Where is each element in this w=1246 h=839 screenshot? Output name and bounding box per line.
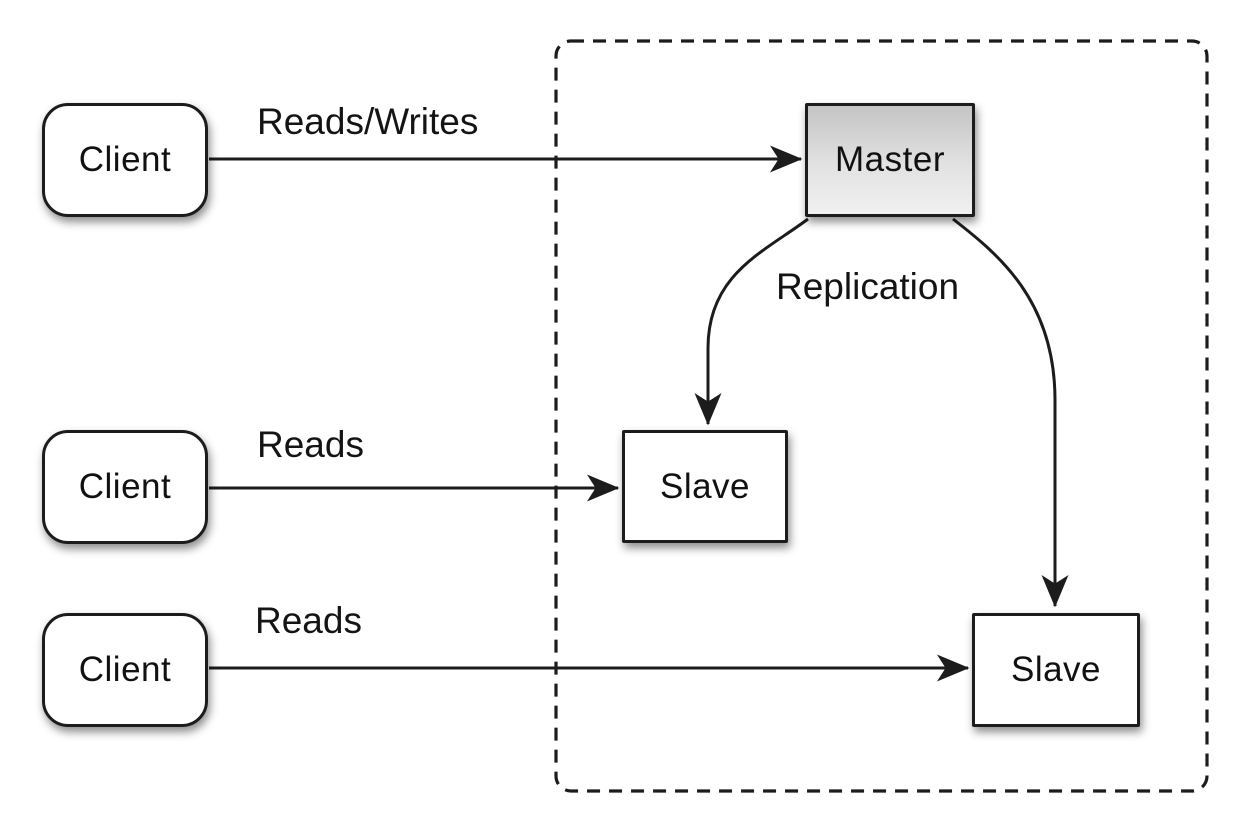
node-slave-2-label: Slave <box>1010 650 1102 689</box>
edge-label-reads-writes: Reads/Writes <box>257 101 479 142</box>
node-slave-2: Slave <box>972 613 1140 727</box>
node-client-1-label: Client <box>78 140 172 179</box>
replication-group-dashed-border <box>554 39 1209 793</box>
edge-label-reads-1: Reads <box>257 424 364 465</box>
node-slave-1-label: Slave <box>659 466 751 506</box>
node-client-2: Client <box>42 430 208 544</box>
node-master: Master <box>805 103 975 217</box>
edge-label-reads-2: Reads <box>255 600 362 641</box>
node-client-3: Client <box>42 613 208 727</box>
node-slave-1: Slave <box>622 430 788 543</box>
node-client-1: Client <box>42 103 208 217</box>
edge-master-slave1-arrow <box>694 217 809 426</box>
node-master-label: Master <box>835 140 945 179</box>
node-client-3-label: Client <box>78 650 172 689</box>
node-client-2-label: Client <box>78 467 172 506</box>
edge-label-replication: Replication <box>776 266 960 307</box>
edge-master-slave2-arrow <box>952 217 1069 608</box>
